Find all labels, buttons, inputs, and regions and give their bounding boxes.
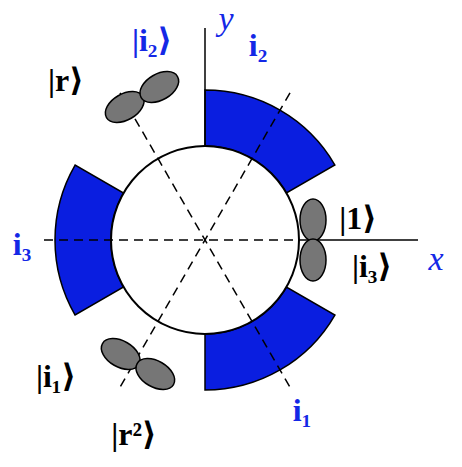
state-label: |1⟩	[339, 202, 377, 234]
y-axis	[204, 28, 206, 146]
orbital-lobes	[96, 332, 180, 396]
state-label: |r⟩	[48, 64, 84, 96]
orbital-lobes	[100, 65, 184, 129]
state-label: |r²⟩	[111, 418, 156, 450]
axis-label: y	[218, 2, 233, 36]
axis-label: x	[428, 242, 443, 276]
state-label: i₂	[249, 29, 267, 61]
state-label: |i₂⟩	[132, 24, 172, 56]
state-label: |i₁⟩	[36, 360, 76, 392]
orbital-lobes	[300, 199, 326, 281]
mirror-line	[44, 239, 299, 241]
state-label: i₃	[13, 228, 31, 260]
state-label: |i₃⟩	[352, 250, 392, 282]
state-label: i₁	[293, 394, 311, 426]
